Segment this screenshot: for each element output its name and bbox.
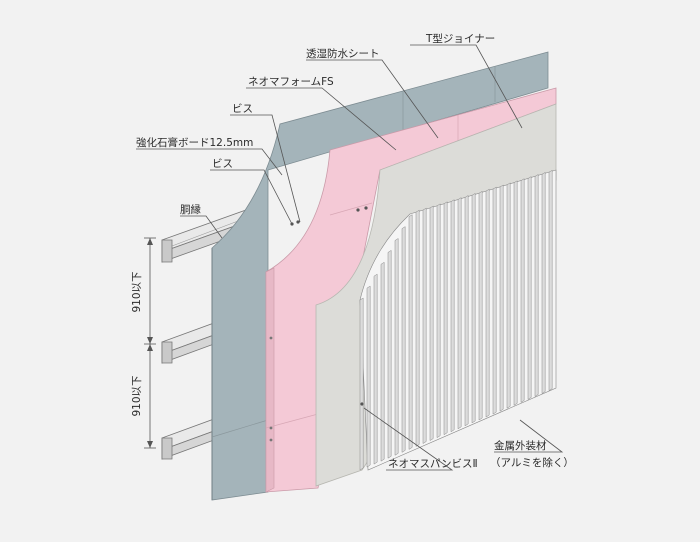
cladding-rib [548, 169, 553, 392]
callouts: T型ジョイナー 透湿防水シート ネオマフォームFS ビス 強化石膏ボード12.5… [136, 32, 574, 470]
cladding-rib [534, 174, 539, 397]
cladding-rib [436, 203, 441, 439]
cladding-rib [408, 214, 413, 450]
cladding-rib [513, 180, 518, 406]
leader-lines [136, 44, 564, 471]
cladding-rib [492, 186, 497, 415]
metal-cladding [359, 169, 557, 471]
dimension-lower: 910以下 [131, 375, 143, 416]
label-membrane: 透湿防水シート [306, 47, 380, 60]
label-neoma-foam: ネオマフォームFS [248, 76, 334, 88]
cladding-rib [541, 171, 546, 395]
foam-insulation-layer [265, 87, 557, 493]
label-cladding: 金属外装材 [494, 439, 547, 452]
label-screw-mid: ビス [212, 158, 233, 170]
cladding-rib [464, 195, 469, 427]
cladding-rib [359, 297, 364, 471]
label-pan-screw: ネオマスパンビスⅡ [388, 458, 478, 470]
cladding-rib [499, 184, 504, 412]
furring-channel-middle [161, 322, 215, 364]
cladding-rib [366, 285, 371, 468]
cladding-rib [450, 199, 455, 433]
cladding-rib [373, 273, 378, 465]
cladding-rib [387, 249, 392, 459]
label-furring: 胴縁 [180, 203, 201, 216]
dimension-upper: 910以下 [131, 271, 143, 312]
cladding-rib [478, 190, 483, 421]
label-t-joiner: T型ジョイナー [425, 32, 495, 45]
label-board: 強化石膏ボード12.5mm [136, 136, 253, 149]
cladding-rib [443, 201, 448, 436]
cladding-rib [380, 261, 385, 462]
label-screw-top: ビス [232, 103, 253, 115]
cladding-rib [506, 182, 511, 409]
cladding-rib [429, 205, 434, 442]
cladding-rib [457, 197, 462, 430]
dimension-indicator: 910以下 910以下 [131, 237, 156, 449]
furring-channel-bottom [161, 418, 215, 460]
cladding-rib [394, 238, 399, 456]
furring-channel-top [161, 209, 247, 263]
cladding-rib [422, 207, 427, 444]
cladding-rib [401, 226, 406, 453]
cladding-rib [415, 209, 420, 447]
cladding-rib [527, 176, 532, 400]
label-cladding-note: （アルミを除く） [490, 456, 574, 469]
cladding-rib [471, 192, 476, 424]
cladding-rib [485, 188, 490, 418]
gypsum-board-layer [211, 51, 549, 501]
cladding-rib [520, 178, 525, 403]
